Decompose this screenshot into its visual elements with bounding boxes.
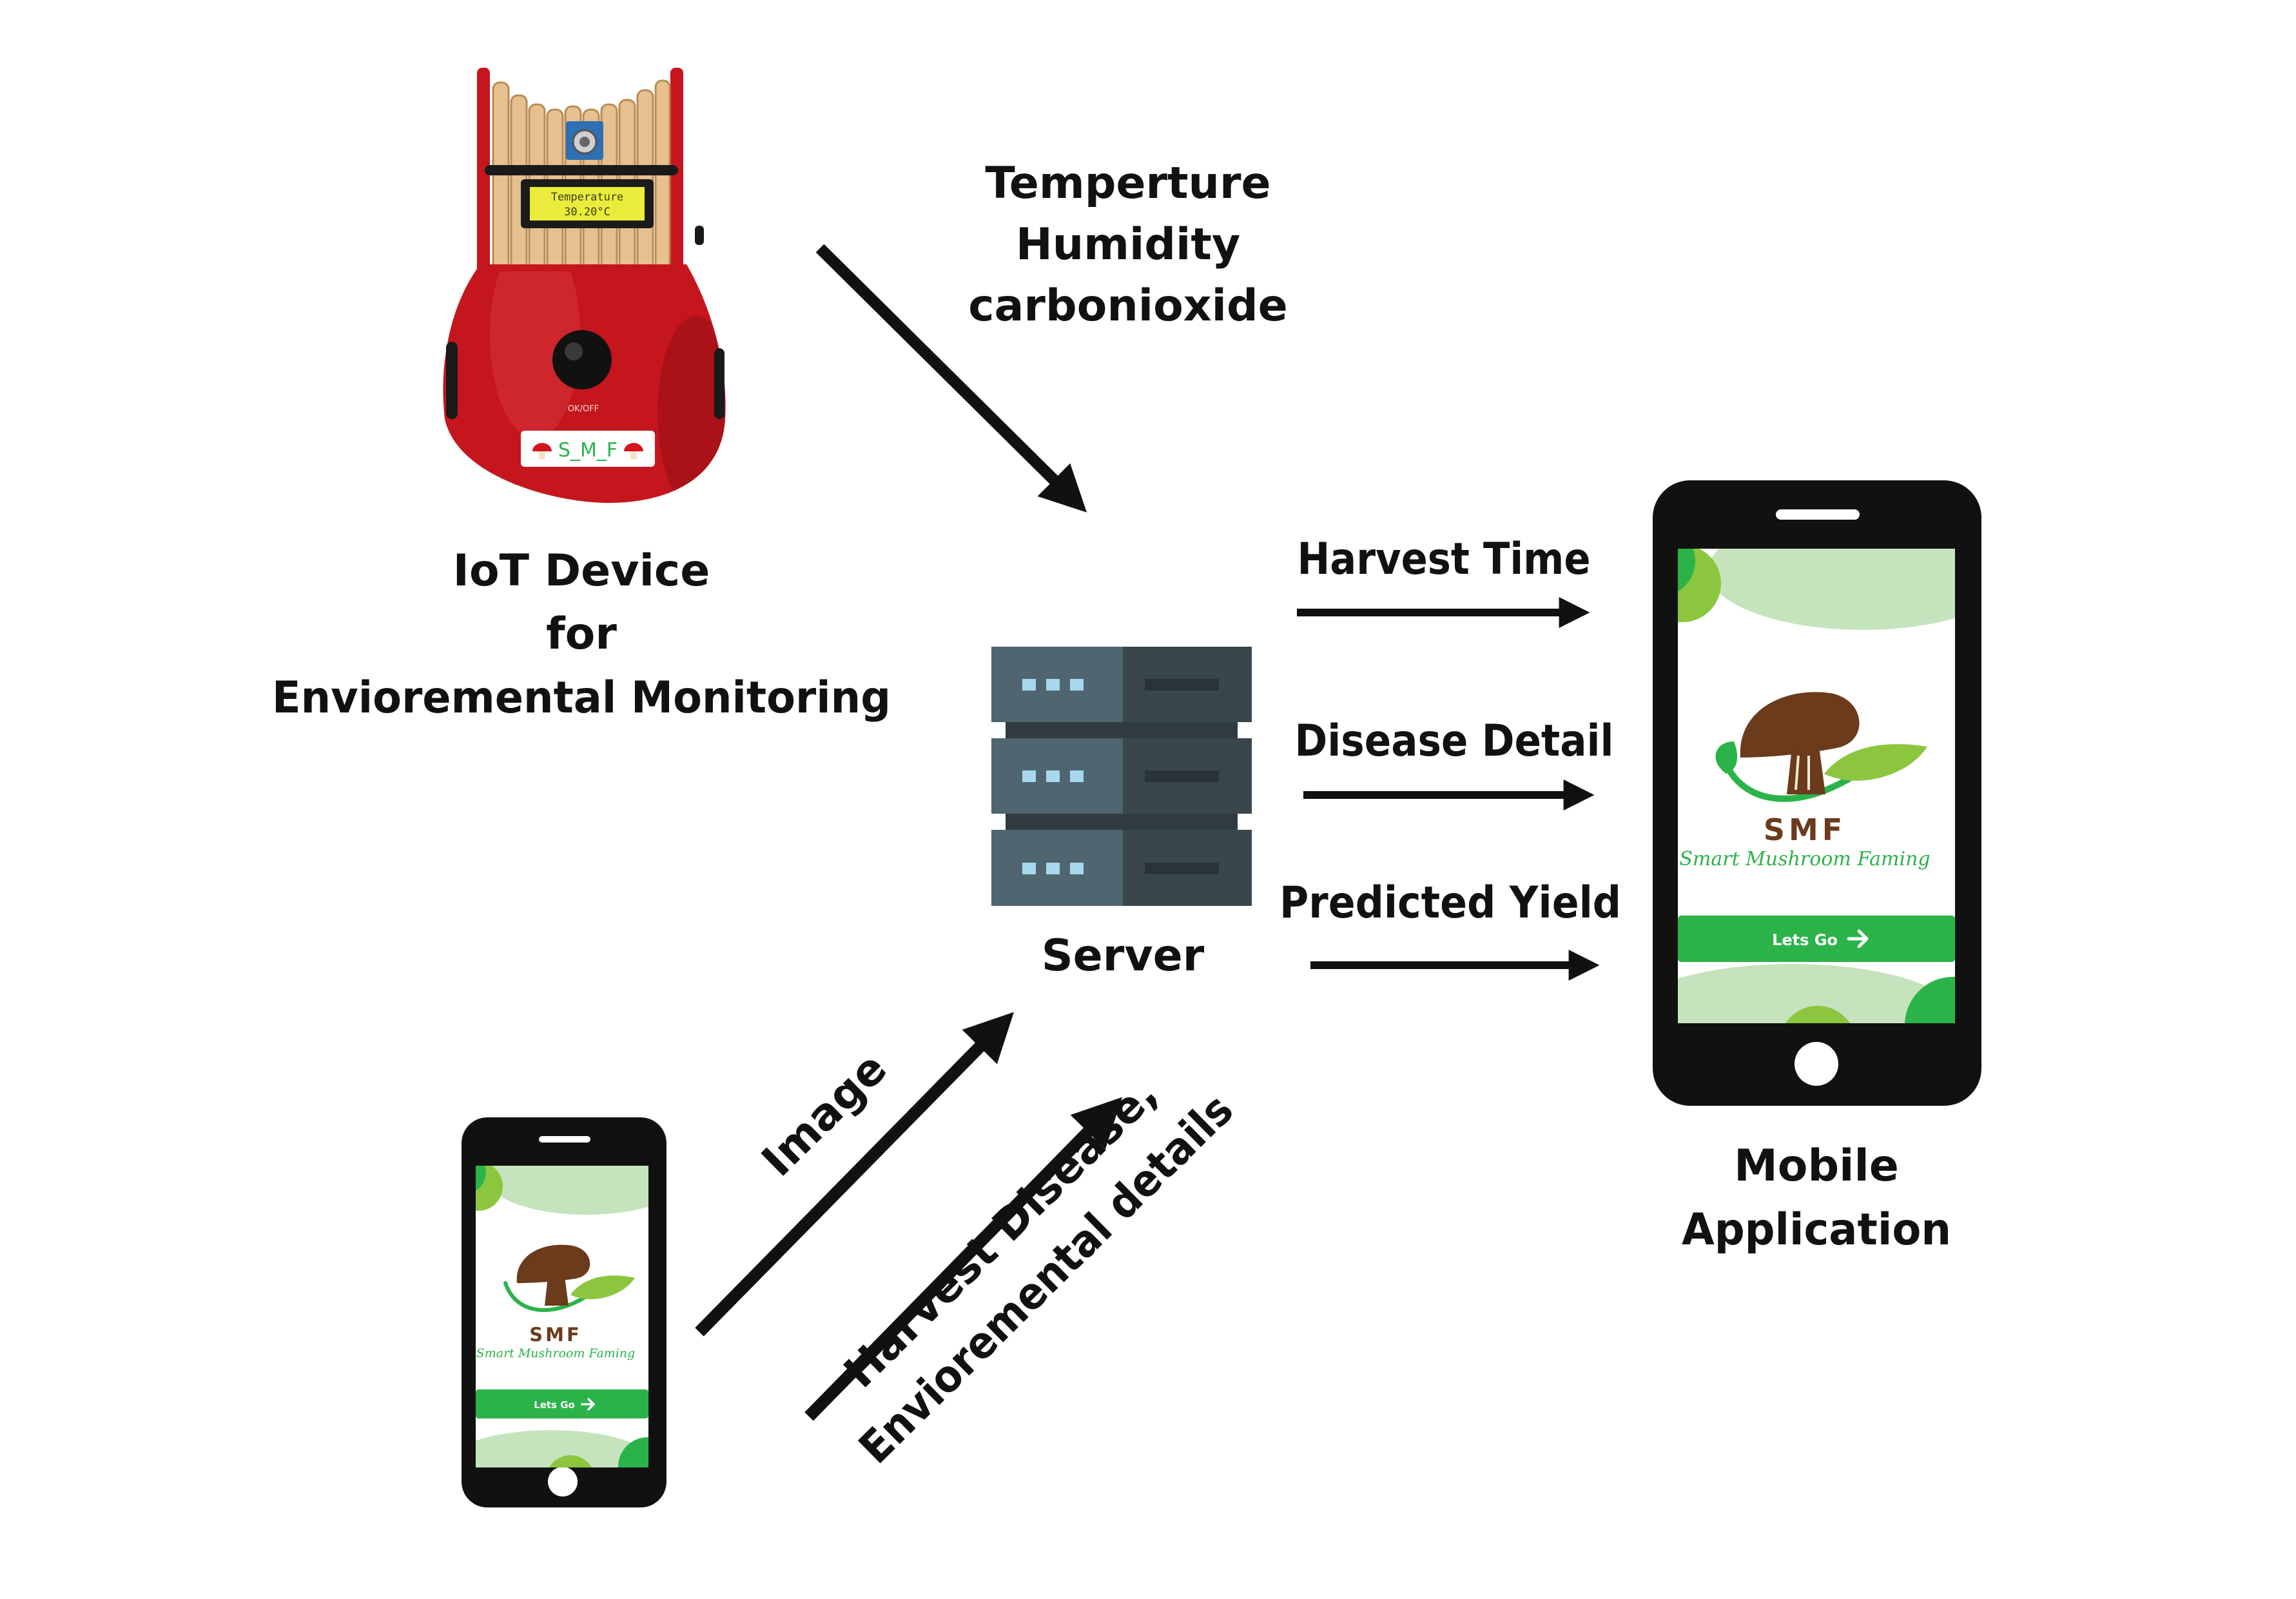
mobile-line-2: Application	[1682, 1204, 1951, 1255]
phone-speaker-small	[539, 1136, 590, 1143]
sensor-line-1: Temperture	[985, 158, 1270, 209]
user-phone: SMF Smart Mushroom Faming Lets Go	[462, 1117, 666, 1507]
mushroom-icon	[532, 443, 552, 459]
mobile-line-1: Mobile	[1734, 1141, 1899, 1192]
arrow-right-icon	[581, 1398, 595, 1411]
arrow-phone-image-to-server	[695, 1012, 1014, 1337]
logo-title-large: SMF	[1764, 812, 1846, 847]
logo-subtitle-large: Smart Mushroom Faming	[1679, 848, 1930, 870]
phone-home-button	[1795, 1042, 1838, 1086]
mobile-app-phone: SMF Smart Mushroom Faming Lets Go	[1653, 480, 1981, 1106]
arrow-device-to-server	[815, 244, 1087, 513]
device-power-knob	[552, 330, 612, 389]
iot-device-image: Temperature 30.20°C OK/OFF S_M_F	[443, 68, 726, 503]
lets-go-button-small[interactable]	[476, 1389, 648, 1418]
sensor-line-3: carbonioxide	[968, 280, 1288, 331]
phone-speaker	[1776, 509, 1860, 520]
iot-device-label: IoT Device for Envioremental Monitoring	[272, 545, 891, 723]
predicted-yield-label: Predicted Yield	[1279, 878, 1621, 928]
lets-go-label-small: Lets Go	[534, 1399, 575, 1411]
arrow-phone-details-to-server	[804, 1097, 1122, 1421]
server-icon	[991, 647, 1252, 906]
device-badge	[521, 431, 655, 467]
smf-logo-large: SMF Smart Mushroom Faming	[1679, 692, 1931, 870]
logo-subtitle-small: Smart Mushroom Faming	[476, 1346, 636, 1360]
device-badge-text: S_M_F	[558, 439, 618, 462]
arrows	[695, 244, 1600, 1421]
device-lcd-screen	[530, 187, 645, 221]
phone-home-button-small	[548, 1467, 578, 1496]
lets-go-button-large[interactable]	[1678, 916, 1955, 962]
smf-logo-small: SMF Smart Mushroom Faming	[476, 1244, 636, 1360]
device-lcd-line-2: 30.20°C	[564, 206, 610, 219]
sensor-line-2: Humidity	[1016, 219, 1240, 270]
arrow-right-icon	[1847, 929, 1869, 948]
device-left-post	[477, 68, 490, 274]
sensor-label: Temperture Humidity carbonioxide	[968, 158, 1288, 331]
lets-go-label-large: Lets Go	[1772, 931, 1838, 949]
iot-line-2: for	[546, 609, 617, 660]
mobile-application-label: Mobile Application	[1682, 1141, 1951, 1255]
server-label: Server	[1042, 930, 1205, 981]
logo-title-small: SMF	[529, 1324, 582, 1346]
mushroom-icon	[624, 443, 643, 459]
iot-line-3: Envioremental Monitoring	[272, 672, 891, 723]
harvest-time-label: Harvest Time	[1298, 534, 1591, 585]
upload-line-2: Envioremental details	[850, 1084, 1243, 1474]
device-lcd-line-1: Temperature	[551, 191, 624, 204]
iot-line-1: IoT Device	[453, 545, 710, 596]
device-strap	[485, 165, 678, 175]
image-label: Image	[752, 1043, 897, 1187]
disease-detail-label: Disease Detail	[1295, 716, 1614, 767]
device-switch-label: OK/OFF	[568, 404, 599, 414]
